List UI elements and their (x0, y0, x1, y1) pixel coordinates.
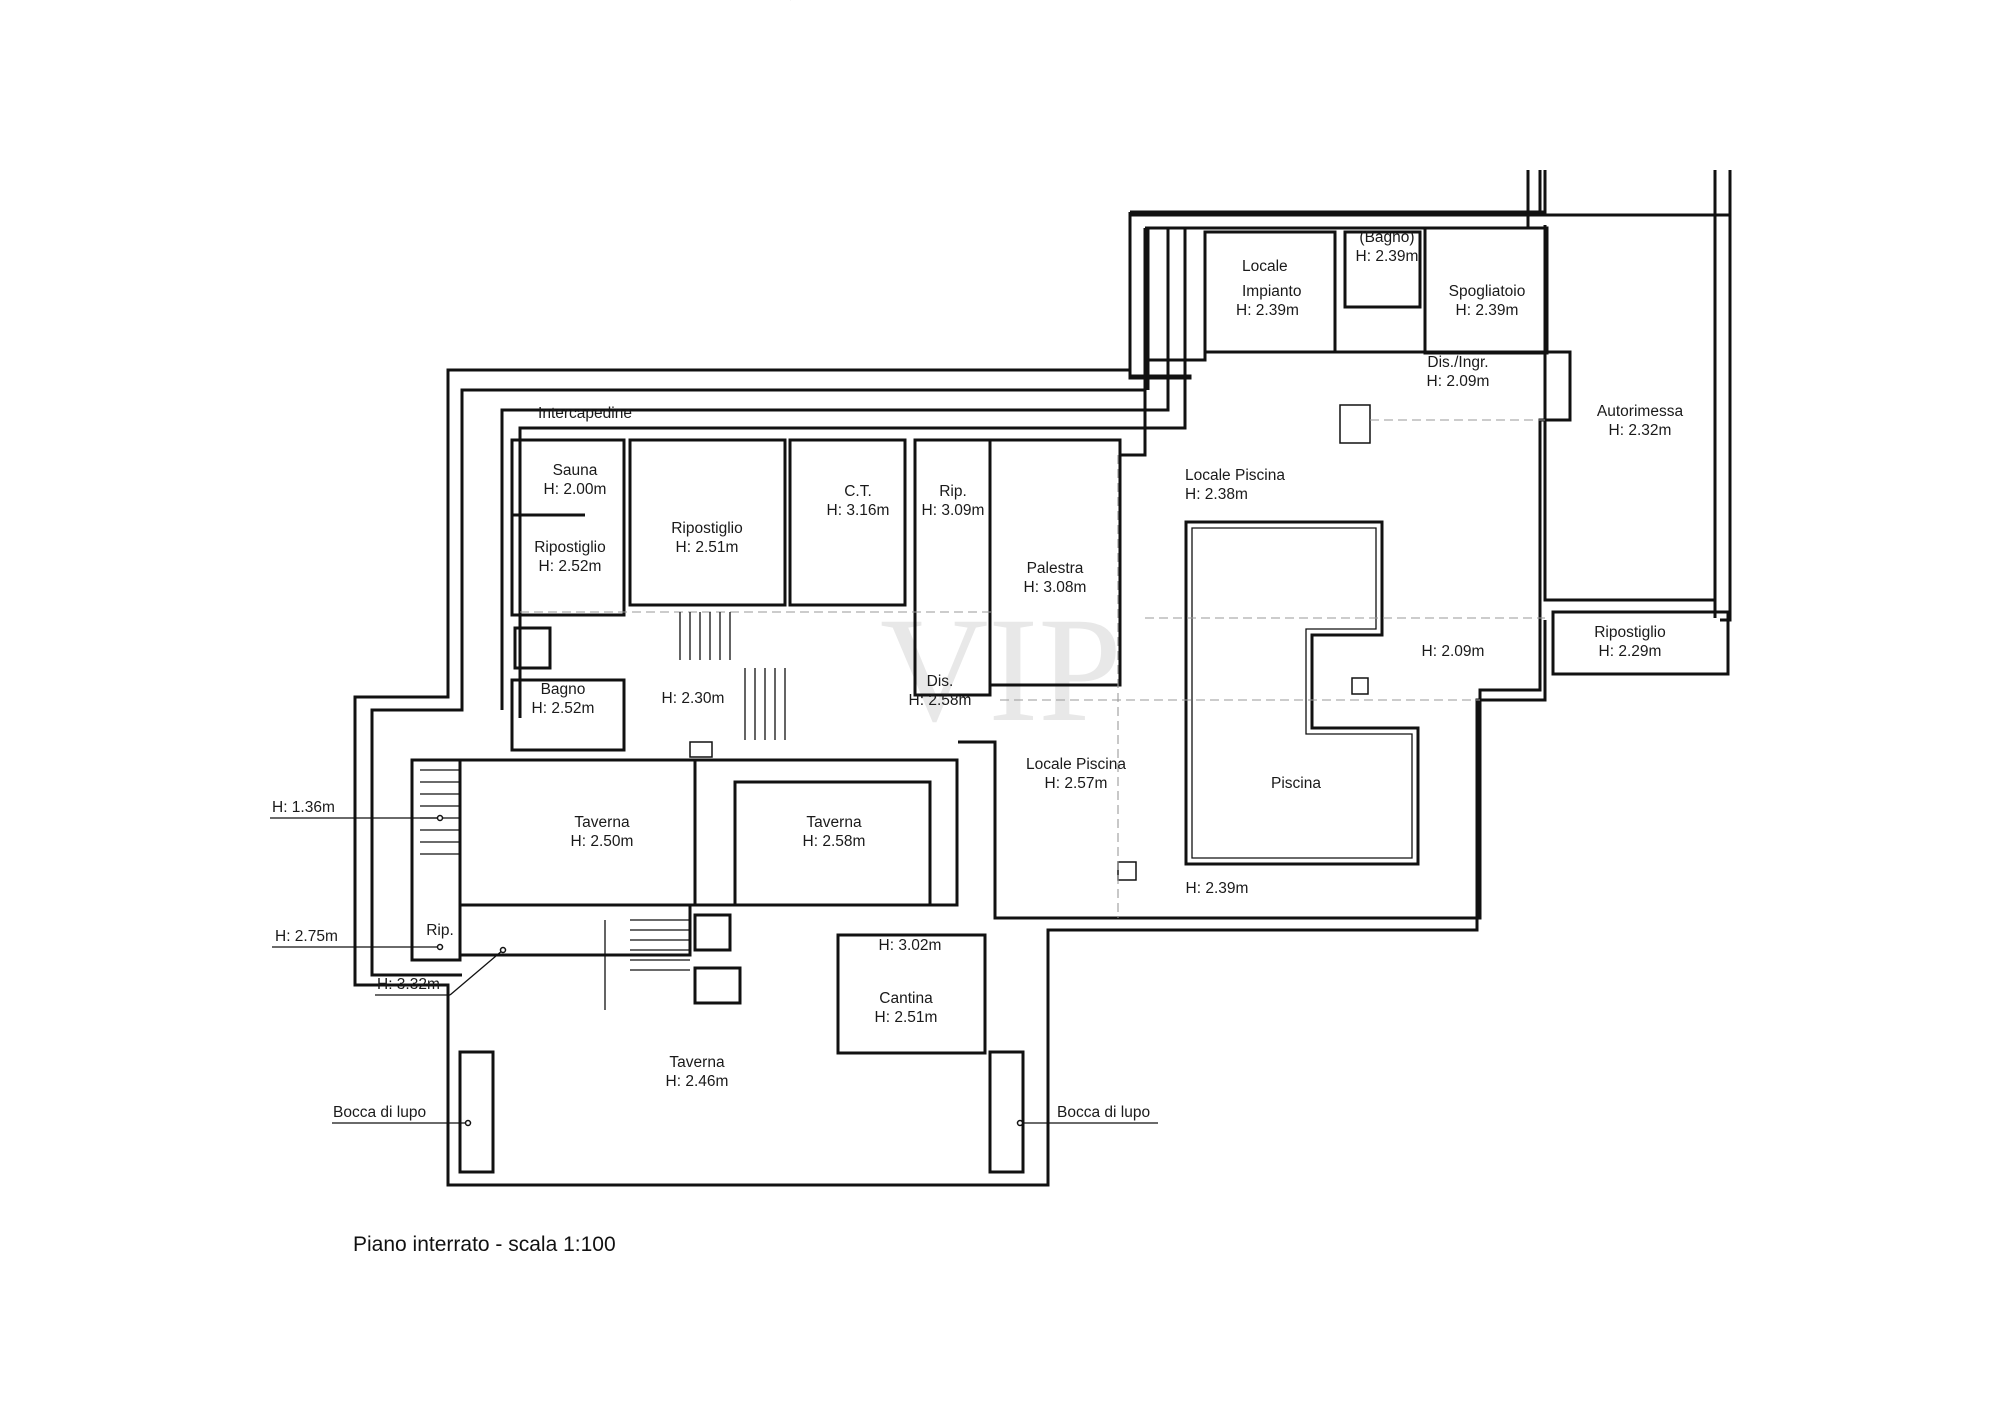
leader-h332: H: 3.32m (377, 976, 440, 993)
room-bagno-b: (Bagno)H: 2.39m (1356, 229, 1419, 265)
leader-h136: H: 1.36m (272, 799, 335, 816)
leader-bocca-right: Bocca di lupo (1057, 1104, 1150, 1121)
room-intercapedine: Intercapedine (538, 405, 632, 422)
leader-annotations: H: 1.36m H: 2.75m H: 3.32m Bocca di lupo… (270, 799, 1158, 1127)
room-hall: H: 2.30m (662, 690, 725, 707)
interior-walls (410, 225, 1730, 1187)
room-pool-bottom: H: 2.39m (1186, 880, 1249, 897)
room-rip-b: Rip. (426, 922, 454, 939)
pool-outline (1184, 520, 1420, 866)
room-piscina: Piscina (1271, 775, 1321, 792)
room-dis-ingr: Dis./Ingr.H: 2.09m (1427, 354, 1490, 390)
room-dis: Dis.H: 2.58m (909, 673, 972, 709)
room-cantina-h: H: 3.02m (879, 937, 942, 954)
watermark: VIP (880, 587, 1122, 753)
room-pool-side: H: 2.09m (1422, 643, 1485, 660)
plan-caption: Piano interrato - scala 1:100 (353, 1233, 616, 1256)
dashed-lines (520, 419, 1545, 918)
room-ct: C.T.H: 3.16m (827, 483, 890, 519)
room-rip-a: Rip.H: 3.09m (922, 483, 985, 519)
leader-bocca-left: Bocca di lupo (333, 1104, 426, 1121)
leader-h275: H: 2.75m (275, 928, 338, 945)
